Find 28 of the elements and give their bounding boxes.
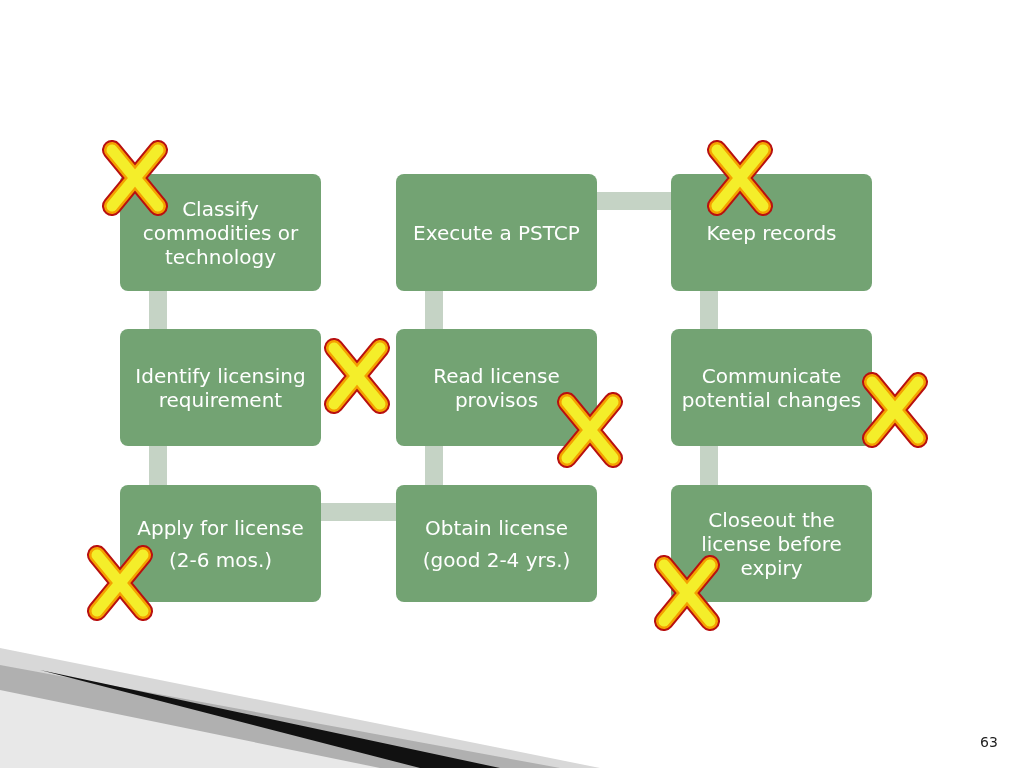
connector-bar [700, 446, 718, 485]
process-box [396, 485, 597, 602]
process-box [120, 174, 321, 291]
process-box [396, 329, 597, 446]
process-box [396, 174, 597, 291]
process-box [671, 174, 872, 291]
box-text: (2-6 mos.) [168, 547, 273, 572]
box-text: Execute a PSTCP [413, 220, 580, 245]
box-text: Closeout the license before expiry [700, 507, 843, 580]
process-box [671, 329, 872, 446]
connector-bar [425, 291, 443, 329]
connector-bar [597, 192, 671, 210]
process-box [671, 485, 872, 602]
box-text: Read license provisos [432, 363, 561, 412]
box-text: (good 2-4 yrs.) [422, 547, 571, 572]
box-text: Keep records [706, 220, 837, 245]
connector-bar [700, 291, 718, 329]
connector-bar [321, 503, 396, 521]
box-text: Obtain license [425, 515, 568, 540]
process-box [120, 485, 321, 602]
connector-bar [149, 291, 167, 329]
process-box [120, 329, 321, 446]
connector-bar [149, 446, 167, 485]
box-text: Communicate potential changes [680, 363, 863, 412]
page-number: 63 [980, 734, 998, 750]
box-text: Identify licensing requirement [134, 363, 307, 412]
box-text: Apply for license [137, 515, 304, 540]
box-text: Classify commodities or technology [141, 196, 300, 269]
